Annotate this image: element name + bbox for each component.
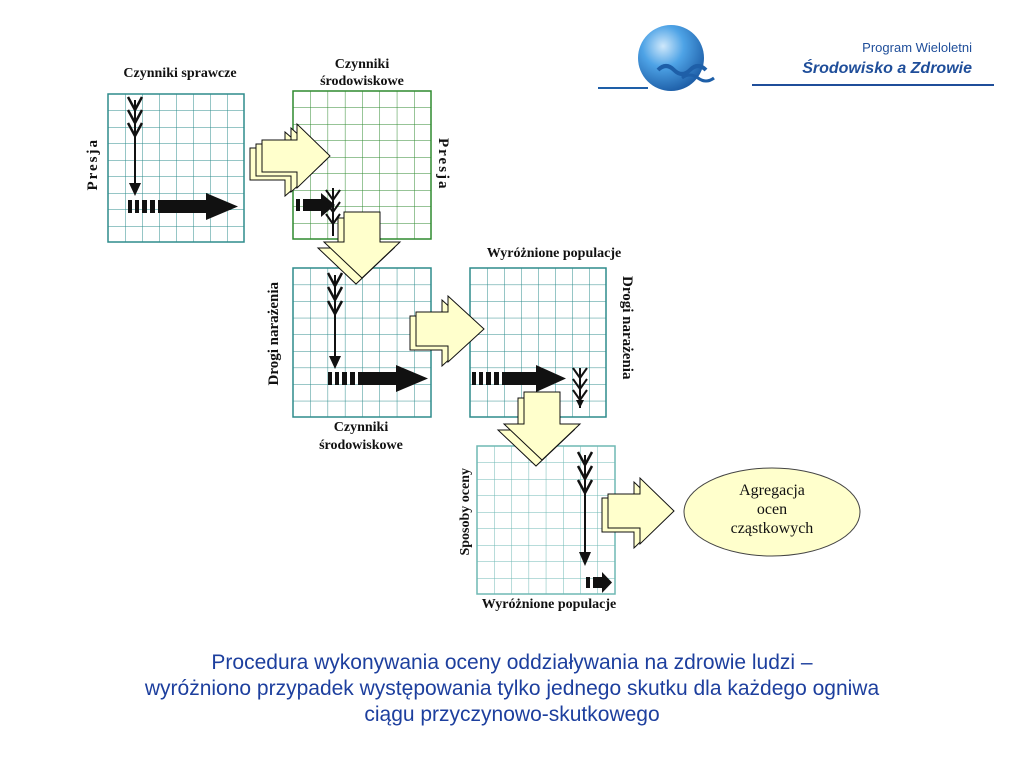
ellipse-line3: cząstkowych	[730, 520, 814, 537]
grid-czynniki-sprawcze	[107, 93, 245, 243]
grid2-top-label-line2: środowiskowe	[320, 74, 404, 89]
horizontal-arrow-1	[128, 193, 238, 220]
grid1-side-label: Presja	[85, 138, 101, 191]
ellipse-line2: ocen	[756, 501, 788, 518]
horizontal-arrow-5-small	[586, 572, 612, 593]
grid2-side-label: Presja	[435, 138, 451, 191]
grid4-top-label: Wyróżnione populacje	[486, 246, 622, 261]
header-underline	[752, 84, 994, 86]
slide-caption: Procedura wykonywania oceny oddziaływani…	[40, 650, 984, 728]
ellipse-label: Agregacja ocen cząstkowych	[690, 481, 854, 538]
vertical-arrow-1	[126, 96, 144, 196]
connector-right-3	[409, 294, 485, 368]
aggregation-ellipse	[683, 467, 861, 557]
program-title: Środowisko a Zdrowie	[802, 60, 972, 77]
connector-down-4	[496, 391, 582, 467]
grid5-bottom-label: Wyróżnione populacje	[481, 597, 617, 612]
connector-right-1	[249, 122, 331, 198]
connector-right-5	[601, 476, 675, 550]
horizontal-arrow-4	[472, 365, 566, 392]
program-logo	[598, 25, 715, 91]
caption-line2: wyróżniono przypadek występowania tylko …	[144, 677, 880, 700]
caption-line3: ciągu przyczynowo-skutkowego	[364, 703, 660, 726]
grid5-side-label: Sposoby oceny	[458, 468, 473, 556]
procedure-diagram	[107, 90, 861, 595]
grid-sposoby-oceny	[476, 445, 616, 595]
grid1-top-label: Czynniki sprawcze	[123, 66, 237, 81]
grid-drogi-narazenia	[292, 267, 432, 418]
grid3-side-label: Drogi narażenia	[266, 282, 282, 386]
connector-down-2	[316, 211, 402, 285]
grid3-bottom-label-line1: Czynniki	[333, 420, 389, 435]
program-subtitle: Program Wieloletni	[862, 40, 972, 55]
vertical-arrow-5	[576, 451, 594, 566]
ellipse-line1: Agregacja	[739, 482, 805, 499]
grid3-bottom-label-line2: środowiskowe	[319, 438, 403, 453]
grid2-top-label-line1: Czynniki	[334, 57, 390, 72]
grid4-side-label: Drogi narażenia	[619, 276, 635, 380]
arrow-tail-4	[572, 367, 588, 408]
arrow-tail-2	[325, 188, 341, 236]
horizontal-arrow-3	[328, 365, 428, 392]
caption-line1: Procedura wykonywania oceny oddziaływani…	[211, 651, 813, 674]
vertical-arrow-3	[326, 272, 344, 369]
